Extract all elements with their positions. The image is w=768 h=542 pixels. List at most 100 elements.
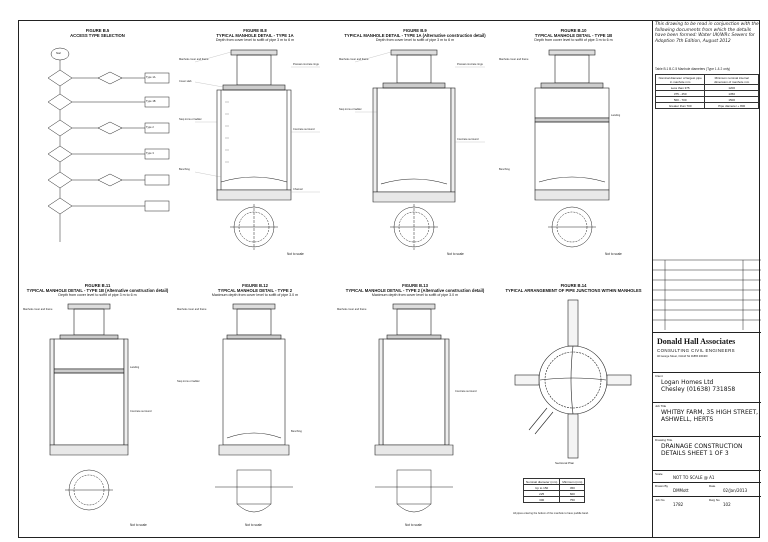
panel-fig-label: FIGURE B.9 [403,28,427,33]
panel-type1b: FIGURE B.10 TYPICAL MANHOLE DETAIL - TYP… [495,22,652,262]
not-to-scale-label: Not to scale [245,523,262,527]
flow-start-label: Start [56,52,62,55]
company-subtitle: CONSULTING CIVIL ENGINEERS [657,348,735,353]
panel-title: TYPICAL ARRANGEMENT OF PIPE JUNCTIONS WI… [505,288,642,293]
note-landing: Landing [130,366,140,369]
note-step: Step irons or ladder [339,108,362,111]
note-cover: Manhole cover and frame [337,308,367,311]
panel-subtitle: Depth from cover level to soffit of pipe… [375,38,455,42]
flow-decision-5 [47,171,73,189]
flow-outcome-label-1: Type 1A [146,76,156,79]
sectional-plan-label: Sectional Plan [555,461,575,465]
note-rings: Precast concrete rings [457,63,483,66]
drawing-frame [18,20,760,538]
manhole-section-drawing [49,303,129,511]
job-no-value: 1782 [673,502,684,507]
revision-grid [653,259,761,330]
flow-outcome-4 [144,148,170,160]
flow-outcome-5 [144,174,170,186]
panel-title: TYPICAL MANHOLE DETAIL - TYPE 2 (Alterna… [345,288,485,293]
flow-decision-1 [47,69,73,87]
client-value: Logan Homes Ltd Chesley (01638) 731858 [661,379,736,393]
job-block: Job Title WHITBY FARM, 35 HIGH STREET, A… [653,402,761,436]
flow-outcome-label-2: Type 1B [146,100,156,103]
flow-decision-6 [47,197,73,215]
panel-subtitle: Maximum depth from cover level to soffit… [371,293,459,297]
panel-type1a: FIGURE B.8 TYPICAL MANHOLE DETAIL - TYPE… [175,22,335,262]
scale-row: Scale NOT TO SCALE @ A1 [653,470,761,482]
panel-fig-label: FIGURE B.11 [84,283,111,288]
table-cell: 300 [522,496,561,503]
panel-title: TYPICAL MANHOLE DETAIL - TYPE 1A (Altern… [344,33,486,38]
company-block: Donald Hall Associates CONSULTING CIVIL … [653,332,761,372]
panel-fig-label: FIGURE B.13 [402,283,428,288]
manhole-section-drawing [374,303,454,513]
note-landing: Landing [611,114,621,117]
panel-title: TYPICAL MANHOLE DETAIL - TYPE 1B (Altern… [26,288,169,293]
note-cover: Manhole cover and frame [23,308,53,311]
note-cover: Manhole cover and frame [339,58,369,61]
company-address: 40 George Street, Oxford Tel 01865 20040… [657,355,708,358]
panel-title: TYPICAL MANHOLE DETAIL - TYPE 2 [217,288,293,293]
table-caption: Table B.1 B.C.5 Manhole diameters (Type … [655,67,731,71]
note-concrete: Concrete surround [293,128,315,131]
note-step: Step irons or ladder [179,118,202,121]
flowchart-diagram [47,47,170,242]
job-label: Job Title [655,404,667,408]
not-to-scale-label: Not to scale [605,252,622,256]
flow-outcome-label-3: Type 2 [146,126,154,129]
drawn-row: Drawn By DMMott Date 02/Jan/2013 [653,482,761,496]
note-benching: Benching [179,168,190,171]
note-cover: Manhole cover and frame [179,58,209,61]
panel-fig-label: FIGURE B.12 [242,283,268,288]
panel-type1b-alt: FIGURE B.11 TYPICAL MANHOLE DETAIL - TYP… [20,280,175,536]
note-rings: Precast concrete rings [293,63,319,66]
pipe-diameter-table: Nominal diameter (mm)Minimum (mm) Up to … [522,478,586,503]
footer-note: All pipes entering the bottom of the man… [513,512,589,515]
job-no-label: Job No [655,498,665,502]
note-channel: Channel [293,188,303,191]
table-header: Minimum nominal internal dimension of ma… [704,74,759,85]
drawn-value: DMMott [673,488,689,493]
dwg-no-label: Dwg No [709,498,720,502]
panel-subtitle: Depth from cover level to soffit of pipe… [58,293,137,297]
table-cell: 750 [559,496,586,503]
table-cell: Greater than 700 [654,102,706,109]
panel-pipe-junctions: FIGURE B.14 TYPICAL ARRANGEMENT OF PIPE … [495,280,652,536]
client-label: Client [655,374,663,378]
note-benching: Benching [291,430,302,433]
table-cell: Pipe diameter + 800 [704,102,759,109]
scale-value: NOT TO SCALE @ A1 [673,475,715,480]
job-value: WHITBY FARM, 35 HIGH STREET, ASHWELL, HE… [661,409,759,423]
panel-fig-label: FIGURE B.8 [243,28,267,33]
panel-fig-label: FIGURE B.10 [560,28,587,33]
panel-subtitle: Maximum depth from cover level to soffit… [211,293,299,297]
manhole-section-drawing [534,49,610,248]
note-concrete: Concrete surround [130,410,152,413]
title-block: This drawing to be read in conjunction w… [652,20,761,538]
panel-subtitle: Depth from cover level to soffit of pipe… [215,38,295,42]
manhole-section-drawing [215,303,293,513]
date-label: Date [709,484,716,488]
panel-title: TYPICAL MANHOLE DETAIL - TYPE 1A [216,33,294,38]
not-to-scale-label: Not to scale [405,523,422,527]
panel-access-selection: FIGURE B.5 ACCESS TYPE SELECTION [20,22,175,262]
note-cover: Manhole cover and frame [499,58,529,61]
manhole-section-drawing [194,49,320,250]
drawn-label: Drawn By [655,484,669,488]
manhole-section-drawing [354,49,485,250]
flow-outcome-3 [144,122,170,134]
note-cover: Manhole cover and frame [177,308,207,311]
dwg-no-value: 102 [723,502,731,507]
flow-outcome-1 [144,72,170,84]
note-benching: Benching [499,168,510,171]
panel-title: ACCESS TYPE SELECTION [70,33,125,38]
panel-type2: FIGURE B.12 TYPICAL MANHOLE DETAIL - TYP… [175,280,335,536]
panel-title: TYPICAL MANHOLE DETAIL - TYPE 1B [534,33,613,38]
note-slab: Cover slab [179,80,192,83]
scale-label: Scale [655,472,663,476]
manhole-diameter-table: Nominal diameter of largest pipe in manh… [654,74,759,109]
company-name: Donald Hall Associates [657,337,736,346]
